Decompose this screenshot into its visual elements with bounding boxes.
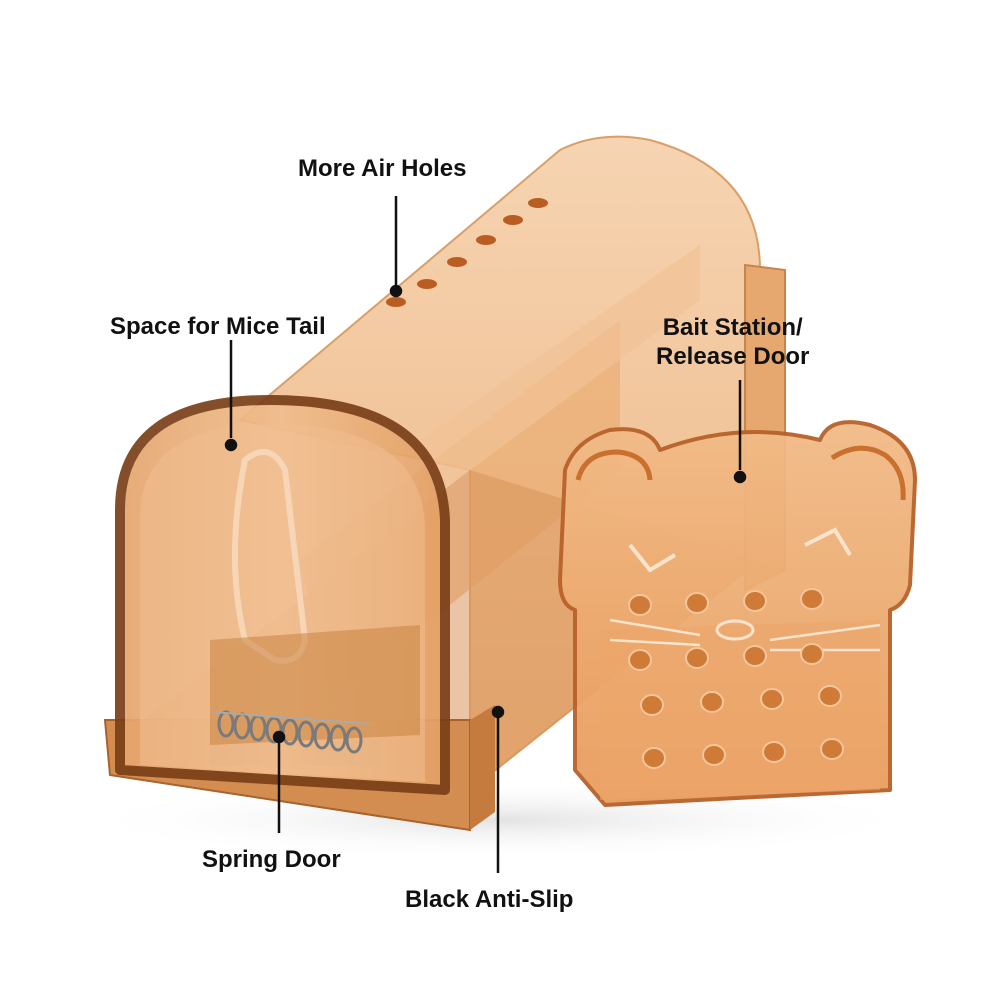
callouts <box>224 196 747 873</box>
label-anti-slip: Black Anti-Slip <box>405 886 574 913</box>
label-bait-door: Bait Station/ Release Door <box>656 313 809 371</box>
label-tail-space: Space for Mice Tail <box>110 313 326 340</box>
spring <box>211 710 371 754</box>
label-air-holes: More Air Holes <box>298 155 467 182</box>
front-arch <box>115 395 450 795</box>
bait-door-holes <box>628 588 844 769</box>
air-holes <box>386 198 548 307</box>
label-spring-door: Spring Door <box>202 846 341 873</box>
label-bait-line2: Release Door <box>656 343 810 370</box>
label-bait-line1: Bait Station/ <box>662 314 803 341</box>
